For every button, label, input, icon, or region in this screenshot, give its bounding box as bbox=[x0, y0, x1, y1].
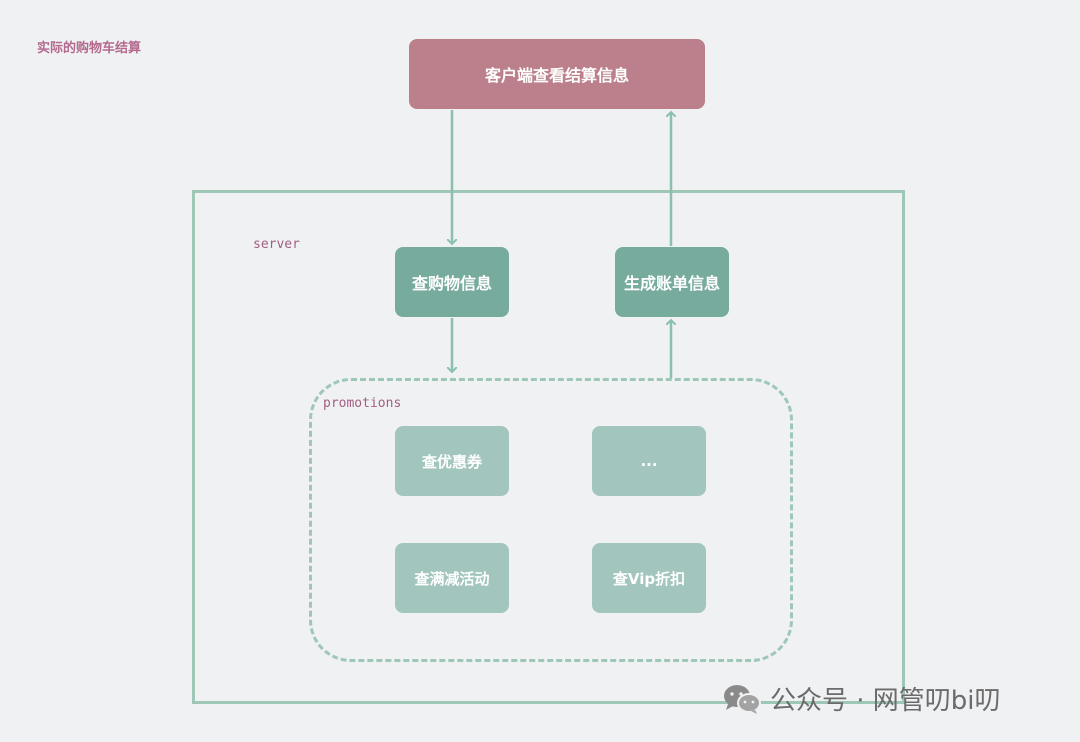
generate-bill-node: 生成账单信息 bbox=[615, 247, 729, 317]
server-boundary bbox=[192, 190, 905, 704]
promotions-label: promotions bbox=[323, 396, 402, 411]
coupon-node: 查优惠券 bbox=[395, 426, 509, 496]
vip-discount-node: 查Vip折扣 bbox=[592, 543, 706, 613]
discount-event-node: 查满减活动 bbox=[395, 543, 509, 613]
promotions-boundary bbox=[309, 378, 793, 662]
query-cart-node: 查购物信息 bbox=[395, 247, 509, 317]
diagram-caption: 实际的购物车结算 bbox=[37, 41, 142, 56]
client-node: 客户端查看结算信息 bbox=[409, 39, 705, 109]
watermark: 公众号 · 网管叨bi叨 bbox=[722, 680, 1001, 717]
more-node: ... bbox=[592, 426, 706, 496]
wechat-icon bbox=[724, 684, 761, 714]
server-label: server bbox=[253, 237, 300, 252]
watermark-text: 公众号 · 网管叨bi叨 bbox=[770, 686, 1001, 716]
